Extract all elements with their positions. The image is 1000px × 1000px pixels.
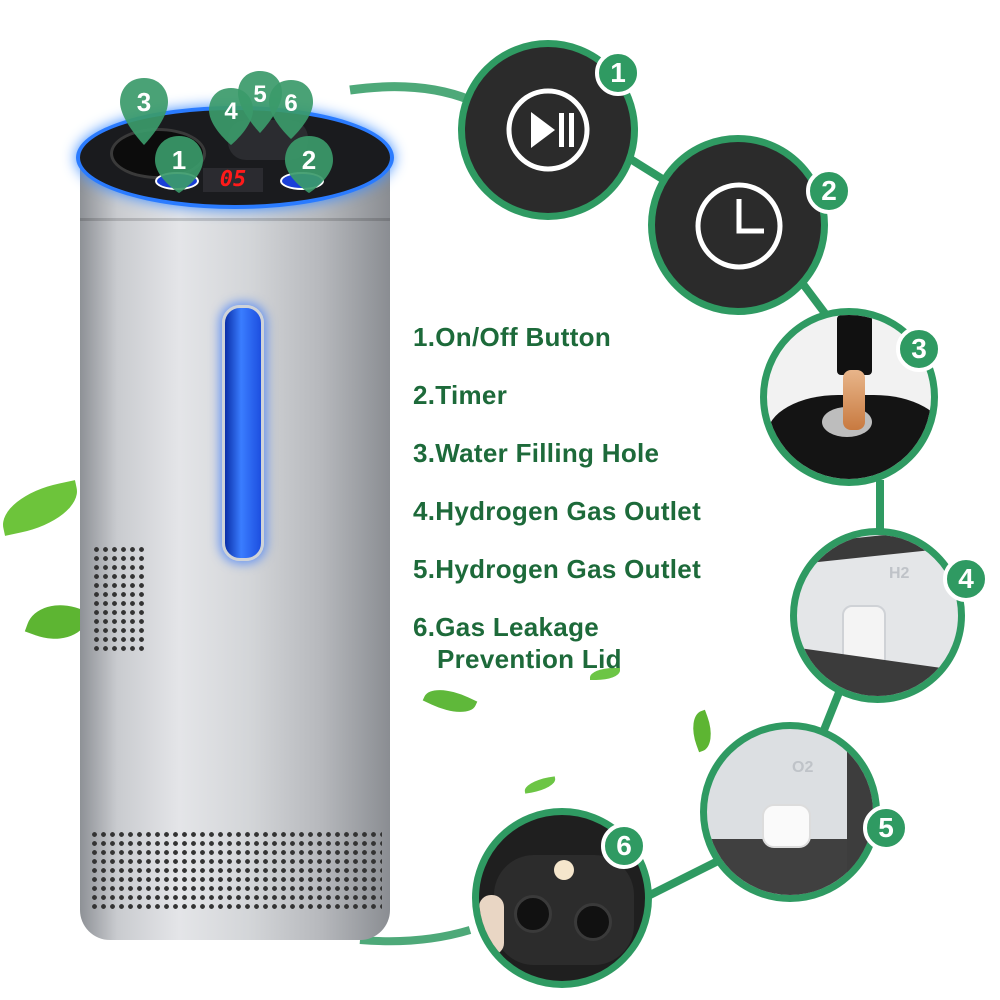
callout-gas-leakage-lid [472, 808, 652, 988]
callout-on-off-button [458, 40, 638, 220]
h2-marking: H2 [889, 565, 910, 582]
bottom-vent-grille [90, 830, 382, 910]
pin-marker-1: 1 [155, 136, 203, 193]
pin-marker-2: 2 [285, 136, 333, 193]
o2-marking: O2 [792, 759, 814, 776]
svg-text:2: 2 [302, 145, 316, 175]
pin-marker-5: 5 [238, 71, 282, 133]
water-level-window [222, 305, 264, 561]
callout-hydrogen-outlet-5: O2 [700, 722, 880, 902]
play-pause-icon [506, 88, 590, 172]
o2-outlet-photo [707, 839, 873, 895]
callout-badge-1: 1 [595, 50, 641, 96]
feature-item-1: 1.On/Off Button [413, 322, 612, 352]
callout-hydrogen-outlet-4: H2 [790, 528, 965, 703]
feature-item-4: 4.Hydrogen Gas Outlet [413, 496, 702, 526]
feature-item-3: 3.Water Filling Hole [413, 438, 660, 468]
callout-badge-2: 2 [806, 168, 852, 214]
feature-item-2: 2.Timer [413, 380, 508, 410]
lid-hole-left [514, 895, 552, 933]
callout-badge-5: 5 [863, 805, 909, 851]
svg-text:3: 3 [137, 87, 151, 117]
callout-badge-6: 6 [601, 823, 647, 869]
callout-water-filling-hole [760, 308, 938, 486]
callout-badge-4: 4 [943, 556, 989, 602]
svg-text:1: 1 [172, 145, 186, 175]
device-seam [80, 218, 390, 221]
outlet-nozzle [762, 804, 811, 848]
finger [479, 895, 504, 955]
feature-item-6: 6.Gas Leakage [413, 612, 600, 642]
feature-item-6-line2: Prevention Lid [437, 644, 622, 674]
timer-display: 05 [203, 168, 263, 192]
lid-hole-right [574, 903, 612, 941]
svg-text:6: 6 [284, 90, 297, 117]
pin-marker-3: 3 [120, 78, 168, 145]
feature-item-5: 5.Hydrogen Gas Outlet [413, 554, 702, 584]
callout-timer [648, 135, 828, 315]
clock-icon [695, 182, 783, 270]
side-vent-grille [92, 545, 146, 655]
bottle-nozzle [837, 315, 872, 375]
water-stream [843, 370, 865, 430]
svg-text:5: 5 [253, 81, 266, 108]
pin-marker-6: 6 [269, 80, 313, 139]
lid-light [554, 860, 574, 880]
leaf-icon [590, 668, 620, 680]
callout-badge-3: 3 [896, 326, 942, 372]
svg-text:4: 4 [224, 98, 238, 125]
